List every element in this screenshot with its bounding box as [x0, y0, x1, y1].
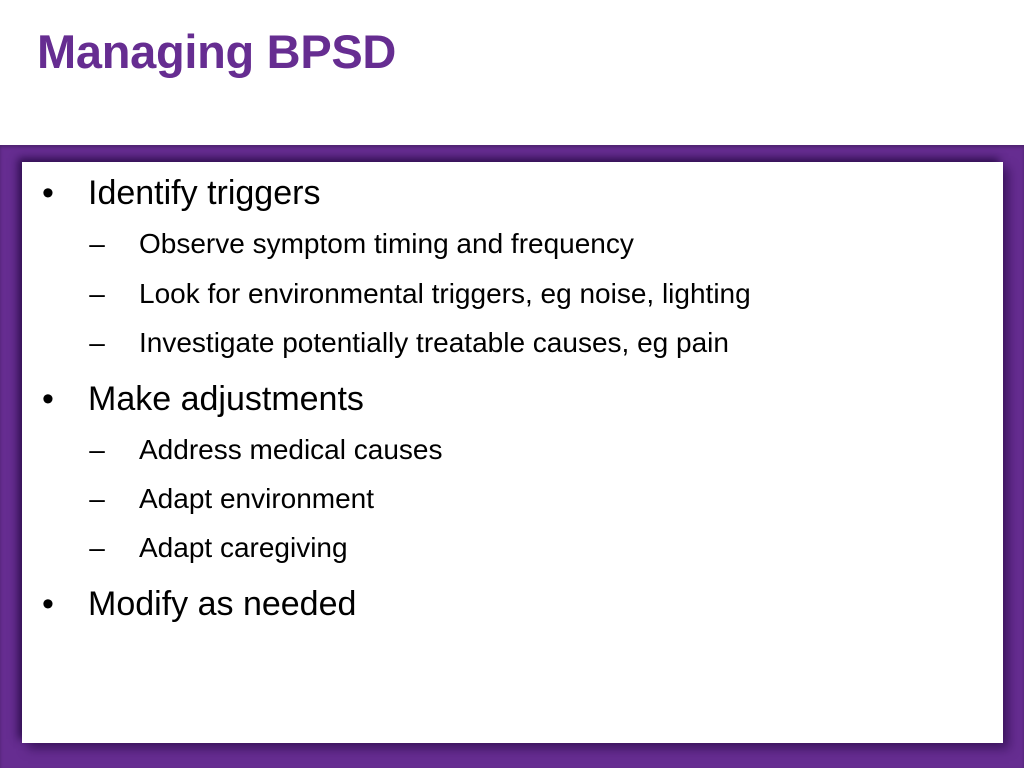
bullet-list: • Identify triggers – Observe symptom ti… [22, 162, 1003, 743]
content-frame: • Identify triggers – Observe symptom ti… [0, 145, 1024, 768]
bullet-marker: • [42, 380, 54, 418]
sub-bullet-text: Observe symptom timing and frequency [139, 228, 634, 259]
sub-bullet-text: Investigate potentially treatable causes… [139, 327, 729, 358]
bullet-text: Identify triggers [88, 174, 321, 212]
sub-bullet-marker: – [89, 483, 105, 514]
sub-bullet-text: Address medical causes [139, 434, 443, 465]
content-panel: • Identify triggers – Observe symptom ti… [22, 162, 1003, 743]
bullet-text: Modify as needed [88, 585, 357, 623]
slide-title: Managing BPSD [37, 25, 397, 78]
bullet-text: Make adjustments [88, 380, 364, 418]
sub-bullet-marker: – [89, 434, 105, 465]
sub-bullet-marker: – [89, 228, 105, 259]
sub-bullet-text: Adapt environment [139, 483, 375, 514]
sub-bullet-text: Look for environmental triggers, eg nois… [139, 278, 751, 309]
sub-bullet-text: Adapt caregiving [139, 532, 348, 563]
bullet-marker: • [42, 174, 54, 212]
sub-bullet-marker: – [89, 278, 105, 309]
bullet-marker: • [42, 585, 54, 623]
sub-bullet-marker: – [89, 327, 105, 358]
sub-bullet-marker: – [89, 532, 105, 563]
